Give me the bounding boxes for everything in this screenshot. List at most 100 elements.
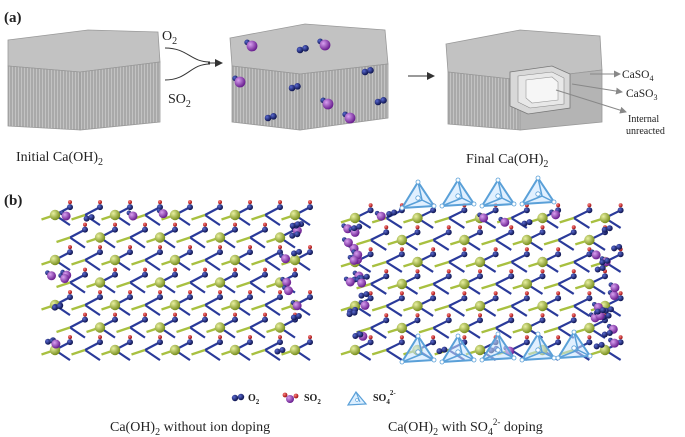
ca-atom (412, 256, 423, 268)
o-atom (217, 339, 223, 346)
lattice-bond (559, 260, 575, 268)
h-atom (415, 225, 420, 230)
lattice-bond (371, 348, 387, 356)
o-atom (307, 294, 313, 301)
o-atom (112, 271, 118, 278)
so4-tetrahedron (439, 177, 477, 209)
so2-molecule (608, 282, 620, 293)
o2-molecule (594, 265, 606, 273)
h-atom (415, 269, 420, 274)
o-atom (172, 316, 178, 323)
h-atom (128, 335, 132, 340)
o-atom (187, 294, 193, 301)
lattice-bond (144, 259, 161, 272)
o-atom (262, 316, 268, 323)
ca-atom (474, 256, 486, 268)
h-atom (556, 335, 561, 340)
o-atom (477, 317, 483, 324)
lattice-bond (204, 304, 221, 317)
h-atom (478, 225, 482, 230)
h-atom (399, 291, 404, 296)
ca-atom (412, 212, 423, 224)
gas-merge-arrows (164, 47, 223, 81)
lattice-bond (236, 281, 251, 289)
o-atom (232, 316, 238, 323)
o-atom (82, 316, 88, 323)
ca-atom (169, 209, 181, 221)
lattice-bond (144, 349, 161, 362)
o-atom (523, 251, 530, 258)
ca-atom (94, 322, 106, 333)
o-atom (97, 294, 103, 301)
o-atom (232, 271, 238, 278)
o-atom (617, 339, 624, 346)
h-atom (143, 222, 147, 227)
lattice-bond (432, 327, 450, 339)
so2-molecule (282, 285, 293, 296)
h-atom (415, 313, 420, 318)
ca-atom (474, 344, 486, 356)
o2-molecule (352, 331, 364, 340)
lattice-bond (116, 281, 131, 289)
lattice-bond (370, 239, 387, 251)
legend-so2-symbol (282, 392, 299, 403)
ca-atom (109, 299, 121, 311)
o-atom (202, 226, 208, 233)
lattice-bond (495, 283, 512, 295)
h-atom (587, 291, 592, 296)
h-atom (368, 247, 373, 252)
o-atom (187, 249, 193, 256)
o-atom (570, 273, 577, 280)
h-atom (188, 245, 192, 250)
ca-atom (537, 300, 548, 312)
so2-molecule (374, 210, 386, 221)
lattice-bond (71, 258, 86, 266)
lattice-bond (448, 217, 465, 229)
h-atom (68, 290, 72, 295)
final-layer-arrows (555, 70, 627, 114)
o-atom (539, 229, 546, 236)
h-atom (308, 290, 312, 295)
h-atom (68, 245, 72, 250)
lattice-bond (559, 304, 575, 312)
lattice-bond (557, 239, 575, 251)
h-atom (68, 335, 72, 340)
o2-molecule (436, 346, 448, 355)
so4-tetrahedron (439, 333, 477, 365)
lattice-bond (418, 282, 434, 290)
lattice-bond (191, 213, 206, 221)
h-atom (618, 203, 623, 208)
o2-molecule (361, 67, 374, 76)
h-atom (218, 245, 222, 250)
ca-atom (584, 322, 595, 334)
h-atom (233, 267, 237, 272)
so2-molecule (342, 111, 356, 124)
h-atom (173, 312, 177, 317)
o-atom (367, 207, 374, 214)
o-atom (367, 295, 374, 302)
o-atom (414, 317, 421, 324)
o2-molecule (51, 303, 63, 311)
h-atom (587, 203, 592, 208)
so2-molecule (549, 209, 561, 220)
caso3-label: CaSO3 (626, 88, 657, 102)
o-atom (172, 271, 178, 278)
lattice-bond (144, 304, 161, 317)
o-atom (292, 271, 298, 278)
h-atom (248, 335, 252, 340)
o-atom (307, 249, 313, 256)
o2-molecule (288, 83, 301, 92)
lattice-bond (543, 282, 559, 290)
h-atom (188, 290, 192, 295)
lattice-bond (264, 259, 281, 272)
ca-atom (537, 256, 548, 268)
lattice-bond (448, 305, 465, 317)
o-atom (247, 339, 253, 346)
h-atom (556, 291, 561, 296)
so2-molecule (317, 38, 331, 51)
ca-atom (109, 254, 121, 266)
h-atom (540, 225, 545, 230)
o-atom (461, 295, 468, 302)
o-atom (461, 251, 468, 258)
h-atom (556, 247, 561, 252)
